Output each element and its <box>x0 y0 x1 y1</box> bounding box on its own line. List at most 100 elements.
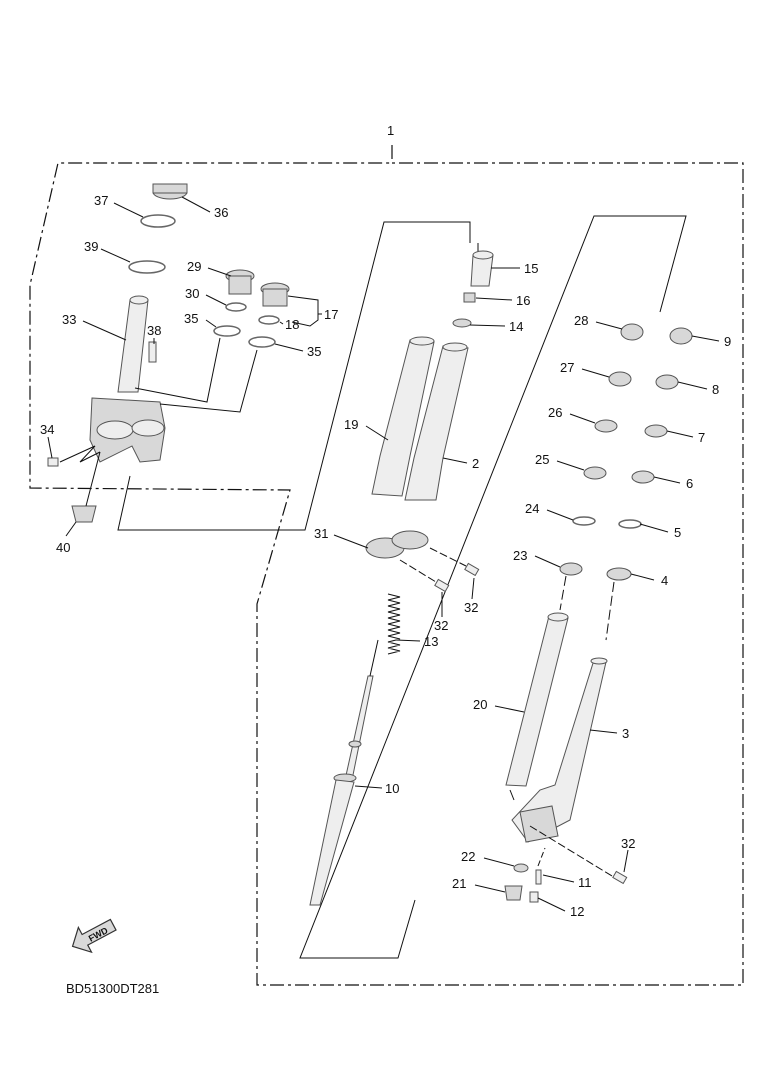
leader-33 <box>82 320 127 341</box>
leader-40 <box>65 521 77 537</box>
bolt-12 <box>529 891 539 903</box>
cap-29-body <box>228 275 252 295</box>
o-ring-35b <box>248 336 276 348</box>
leader-32a <box>471 577 475 600</box>
lower-bracket-clamp-left <box>96 420 134 440</box>
leader-21 <box>474 884 506 893</box>
clip-24 <box>572 516 596 526</box>
leader-34 <box>47 436 53 459</box>
leader-9 <box>691 335 720 342</box>
leader-32c <box>623 849 629 873</box>
fork-left-subassembly-box <box>117 221 471 531</box>
bushing-28 <box>620 323 644 341</box>
callout-38: 38 <box>147 323 161 338</box>
callout-4: 4 <box>661 573 668 588</box>
damper-rod-10 <box>344 675 374 781</box>
callout-30: 30 <box>185 286 199 301</box>
callout-32c: 32 <box>621 836 635 851</box>
leader-23 <box>534 555 561 568</box>
collar-40 <box>71 505 97 523</box>
guide-line-32b <box>399 559 437 583</box>
callout-39: 39 <box>84 239 98 254</box>
callout-19: 19 <box>344 417 358 432</box>
outer-tube-20-top <box>547 612 569 622</box>
guide-line-34 <box>59 445 101 463</box>
callout-36: 36 <box>214 205 228 220</box>
leader-35b <box>274 343 304 352</box>
leader-14 <box>469 324 506 327</box>
lower-bracket-clamp-right <box>131 419 165 437</box>
leader-10 <box>354 785 383 789</box>
leader-39 <box>100 248 131 263</box>
callout-35a: 35 <box>184 311 198 326</box>
bearing-36-body <box>152 183 188 194</box>
leader-8 <box>677 381 708 390</box>
o-ring-35a <box>213 325 241 337</box>
bolt-11 <box>535 869 542 885</box>
callout-33: 33 <box>62 312 76 327</box>
callout-32a: 32 <box>464 600 478 615</box>
inner-tube-19-top <box>409 336 435 346</box>
steering-stem-33-top <box>129 295 149 305</box>
collar-14 <box>452 318 472 328</box>
leader-27 <box>581 368 610 378</box>
callout-22: 22 <box>461 849 475 864</box>
callout-34: 34 <box>40 422 54 437</box>
guide-line-4 <box>605 581 615 641</box>
leader-25 <box>556 460 585 471</box>
bushing-27 <box>608 371 632 387</box>
guide-line-23 <box>559 575 567 611</box>
o-ring-18 <box>258 315 280 325</box>
callout-7: 7 <box>698 430 705 445</box>
damper-rod-10-body <box>309 779 355 906</box>
leader-5 <box>639 523 669 533</box>
callout-2: 2 <box>472 456 479 471</box>
leader-35a <box>205 319 217 328</box>
guide-line-20 <box>509 789 515 801</box>
callout-37: 37 <box>94 193 108 208</box>
inner-tube-2 <box>404 345 469 501</box>
leader-2 <box>442 457 468 464</box>
callout-9: 9 <box>724 334 731 349</box>
guide-line-32c <box>529 825 613 877</box>
bolt-32c <box>612 870 628 885</box>
callout-25: 25 <box>535 452 549 467</box>
leader-18 <box>279 321 284 325</box>
outer-tube-20 <box>505 615 569 787</box>
callout-20: 20 <box>473 697 487 712</box>
washer-25 <box>583 466 607 480</box>
washer-7 <box>644 424 668 438</box>
cap-15 <box>470 254 494 287</box>
leader-lines <box>47 196 720 912</box>
guide-line-rod <box>369 639 379 677</box>
fwd-arrow-icon: FWD <box>71 918 117 954</box>
leader-36 <box>181 196 211 213</box>
leader-6 <box>653 476 681 484</box>
callout-14: 14 <box>509 319 523 334</box>
leader-16 <box>475 297 513 301</box>
spring-13 <box>387 593 401 655</box>
callout-29: 29 <box>187 259 201 274</box>
bolt-34 <box>47 457 59 467</box>
guide-line-11 <box>537 847 546 867</box>
leader-17 <box>287 295 319 327</box>
fwd-arrow-shape <box>71 918 117 954</box>
leader-28 <box>595 321 623 330</box>
leader-29 <box>207 267 232 277</box>
callout-27: 27 <box>560 360 574 375</box>
callout-26: 26 <box>548 405 562 420</box>
callout-13: 13 <box>424 634 438 649</box>
leader-12 <box>537 897 566 912</box>
upper-bracket-group <box>47 183 290 523</box>
callout-40: 40 <box>56 540 70 555</box>
callout-8: 8 <box>712 382 719 397</box>
right-column-parts <box>504 323 693 903</box>
washer-30 <box>225 302 247 312</box>
clamp-31-right <box>391 530 429 550</box>
callout-28: 28 <box>574 313 588 328</box>
leader-3 <box>589 729 618 734</box>
clip-5 <box>618 519 642 529</box>
callout-labels: 1 2 3 4 5 6 7 8 9 10 11 12 13 14 15 16 1… <box>40 123 731 919</box>
seal-4 <box>606 567 632 581</box>
leader-7 <box>666 430 694 438</box>
